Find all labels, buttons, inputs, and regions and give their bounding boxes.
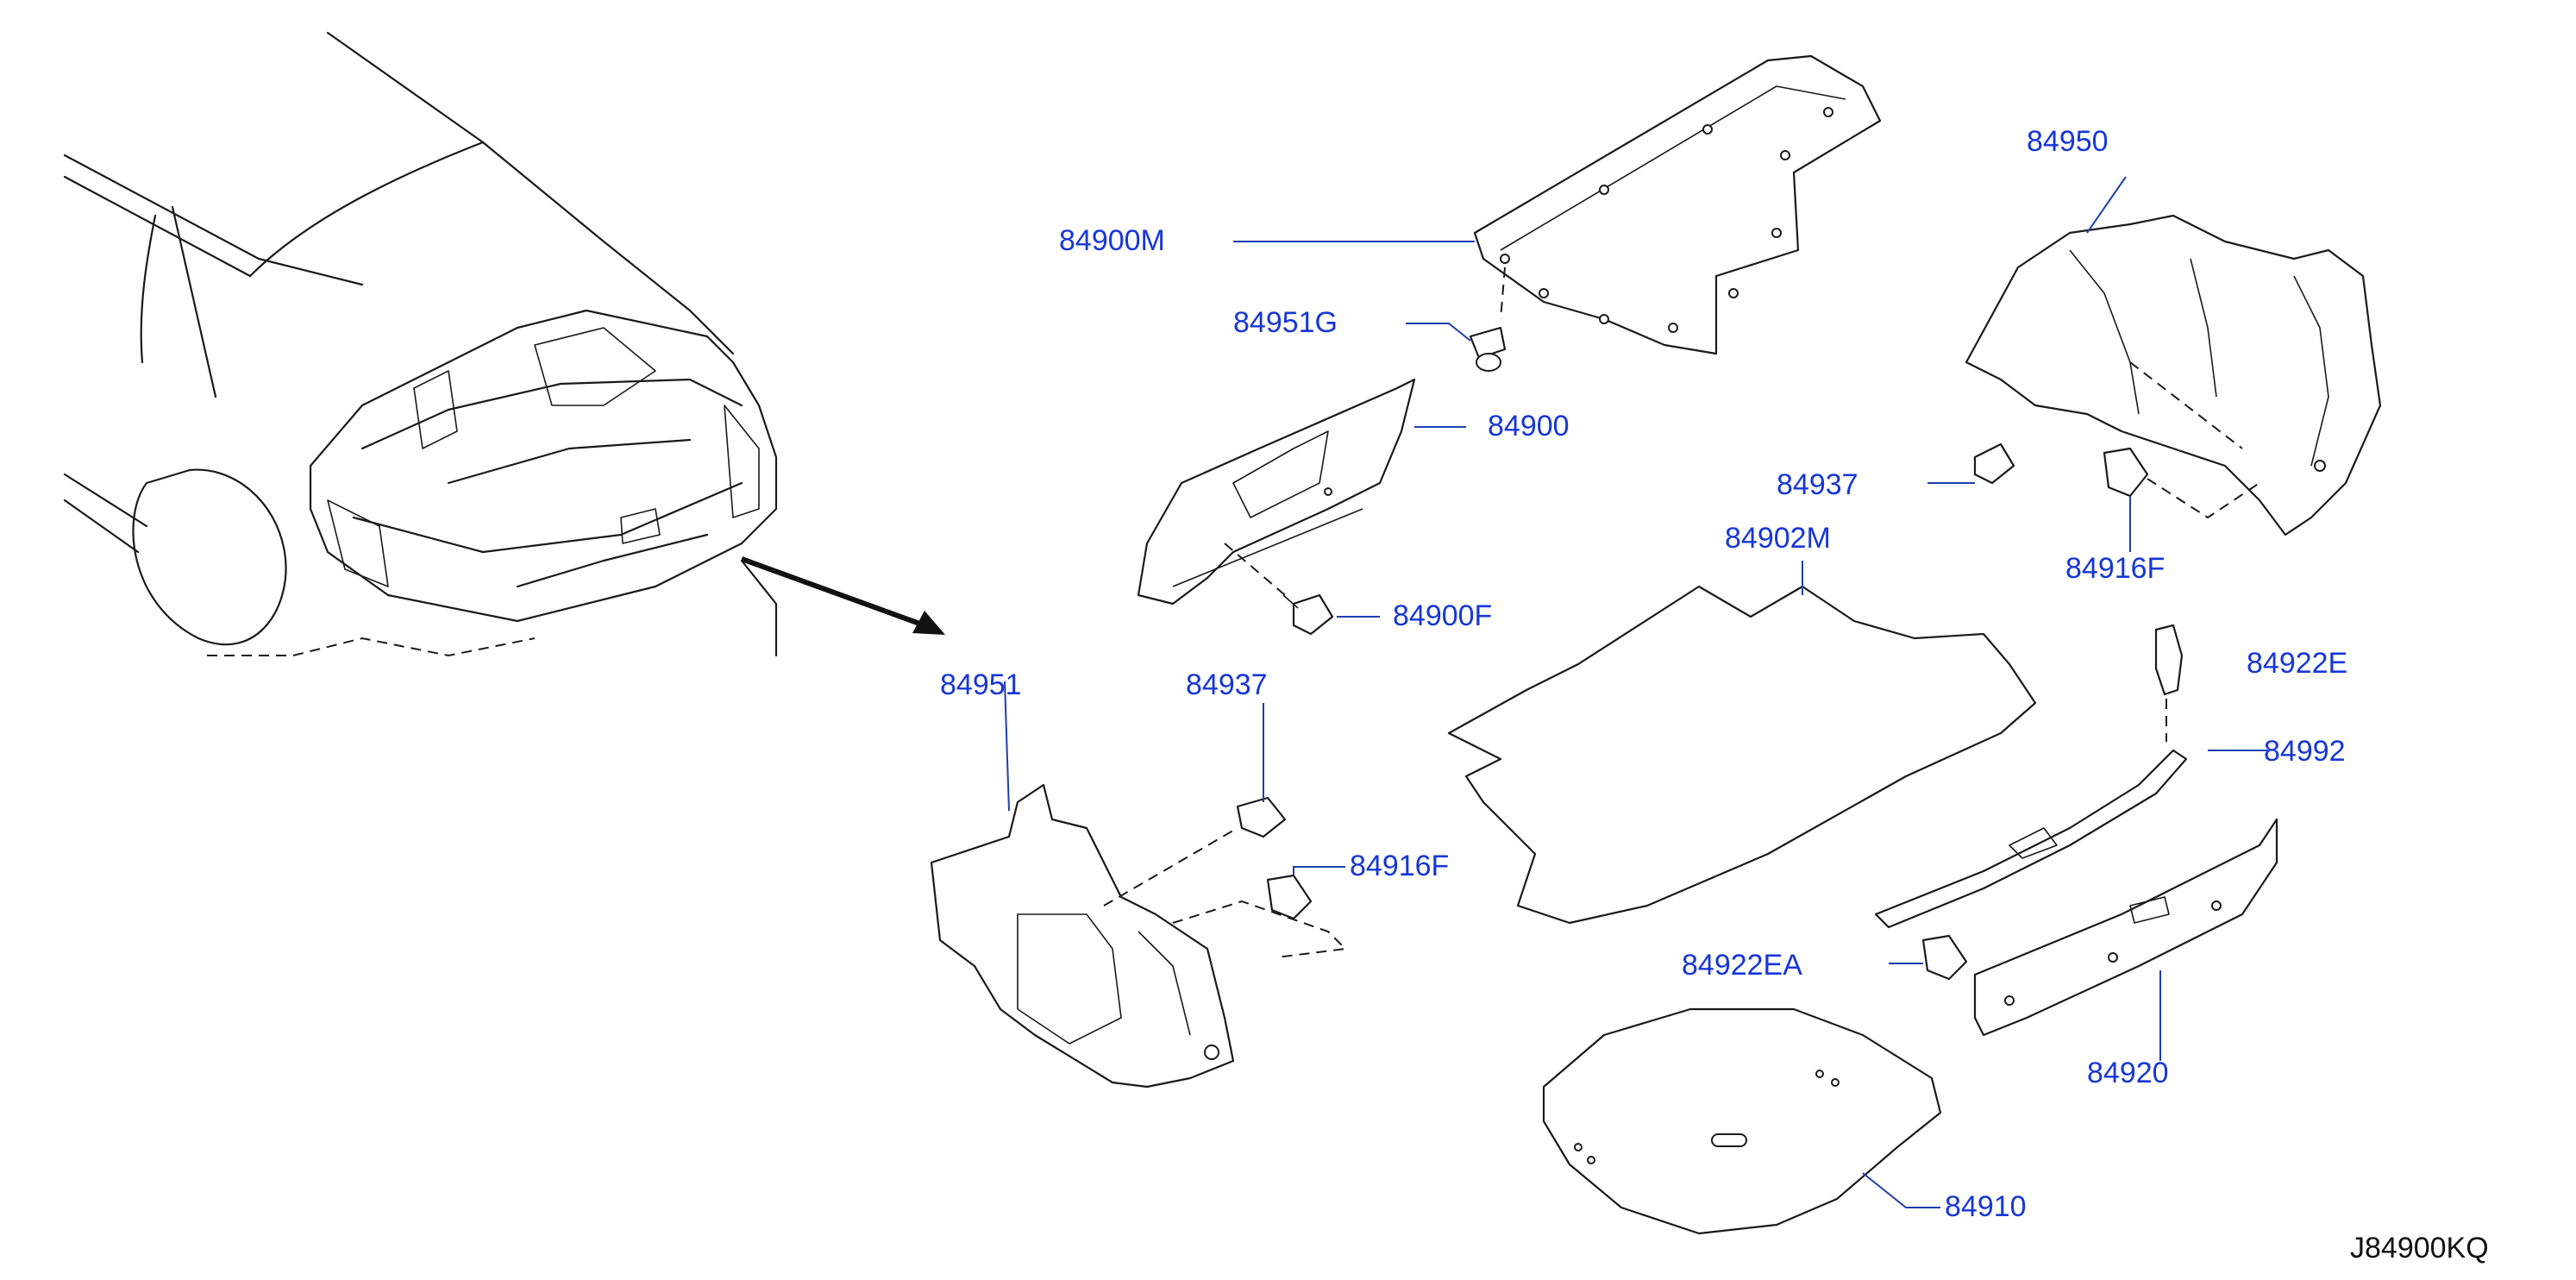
part-84900M-parcel-shelf [1473,54,1882,355]
label-84900M: 84900M [1059,224,1165,257]
part-84950-side-lining-right [1965,214,2382,536]
label-84900F: 84900F [1393,599,1492,632]
part-84937-clip-left [1103,796,1287,907]
figure-code: J84900KQ [2350,1232,2489,1264]
label-84920: 84920 [2087,1057,2169,1089]
part-labels: 84900M 84951G 84900 84900F 84950 84937 8… [940,125,2347,1223]
leader-lines [1004,176,2268,1208]
label-84992: 84992 [2264,735,2346,768]
part-84922E-clip [2154,624,2184,742]
part-84910-cover-board [1542,1007,1942,1235]
part-84951G-clip [1469,267,1507,372]
part-84937-clip-right [1973,442,2015,485]
label-84902M: 84902M [1725,522,1831,555]
label-84951: 84951 [940,668,1022,701]
part-84900F-clip [1282,593,1334,636]
direction-arrow [740,556,945,635]
part-84922EA-clip [1921,934,1968,981]
part-84992-sill-plate [1874,749,2188,929]
part-84902M-floor-mat [1447,585,2037,925]
part-84951-side-lining-left [930,783,1235,1089]
part-84916F-clip-right [2103,447,2260,519]
label-84910: 84910 [1945,1190,2027,1223]
label-84916F-right: 84916F [2065,552,2165,585]
part-84916F-clip-left [1172,874,1348,958]
label-84937-right: 84937 [1777,468,1858,501]
label-84916F-left: 84916F [1350,850,1449,882]
vehicle-rear-illustration [63,31,778,657]
label-84900: 84900 [1488,410,1570,442]
label-84922E: 84922E [2247,647,2347,680]
label-84922EA: 84922EA [1682,949,1802,982]
label-84951G: 84951G [1233,306,1338,339]
part-84900-trim-panel [1137,378,1416,605]
label-84950: 84950 [2027,125,2109,158]
part-84920-trunk-finisher [1973,818,2278,1037]
label-84937-left: 84937 [1186,668,1268,701]
